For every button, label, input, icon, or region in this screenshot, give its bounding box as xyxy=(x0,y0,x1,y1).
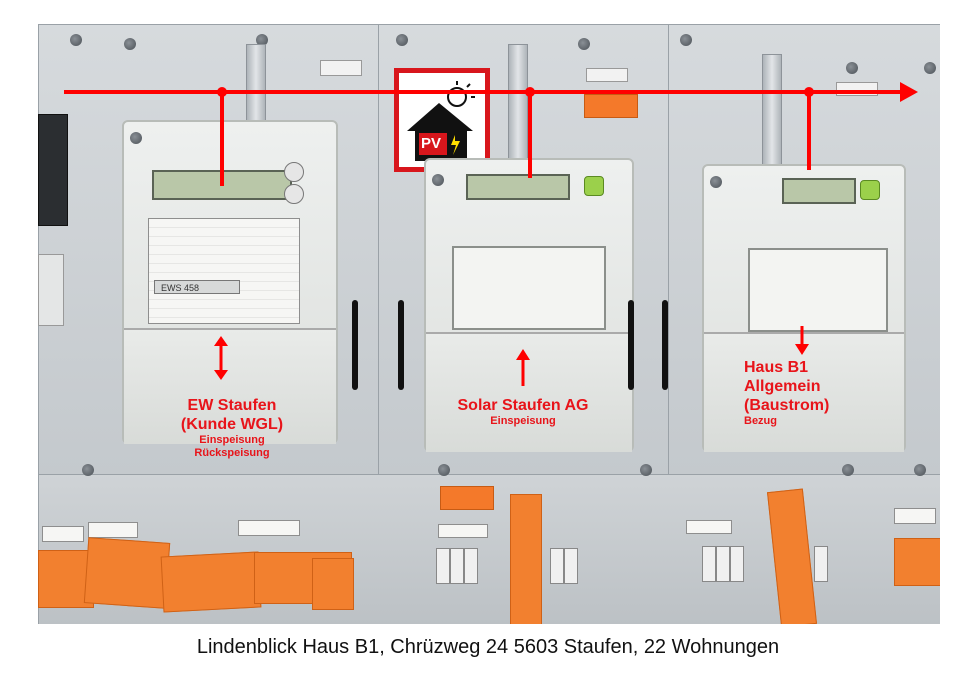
bolt xyxy=(438,464,450,476)
meter-solar-staufen xyxy=(424,158,634,452)
bolt xyxy=(70,34,82,46)
bolt xyxy=(914,464,926,476)
warning-tape xyxy=(510,494,542,624)
meter-seal xyxy=(662,300,668,390)
circuit-breaker xyxy=(730,546,744,582)
bolt xyxy=(842,464,854,476)
top-label-plate xyxy=(586,68,628,82)
circuit-breaker xyxy=(550,548,564,584)
pv-sign-graphic xyxy=(407,81,475,161)
breaker-label-plate xyxy=(438,524,488,538)
meter-terminal-cover xyxy=(426,332,632,452)
meter-seal xyxy=(398,300,404,390)
orange-warning-tag xyxy=(440,486,494,510)
bolt xyxy=(396,34,408,46)
meter-display xyxy=(466,174,570,200)
meter-seal xyxy=(628,300,634,390)
warning-tape xyxy=(312,558,354,610)
circuit-breaker xyxy=(436,548,450,584)
caption-sub-line: Einspeisung xyxy=(199,434,265,446)
meter-seal xyxy=(352,300,358,390)
caption-solar-staufen: Solar Staufen AG Einspeisung xyxy=(446,396,600,428)
photo-caption: Lindenblick Haus B1, Chrüzweg 24 5603 St… xyxy=(196,636,780,658)
bolt xyxy=(710,176,722,188)
caption-ew-staufen: EW Staufen (Kunde WGL) Einspeisung Rücks… xyxy=(162,396,302,460)
meter-info-plate xyxy=(148,218,300,324)
meter-terminal-cover xyxy=(704,332,904,452)
caption-sub-line: Rückspeisung xyxy=(194,447,270,459)
caption-line: Haus B1 xyxy=(744,359,809,376)
bolt xyxy=(432,174,444,186)
arrow-both-head-up xyxy=(214,336,228,346)
meter-cabinet-photo: PV EWS 458 xyxy=(38,24,940,624)
caption-line: (Baustrom) xyxy=(744,397,830,414)
meter-green-button xyxy=(584,176,604,196)
side-equipment-lower xyxy=(38,254,64,326)
top-label-plate xyxy=(320,60,362,76)
caption-sub-line: Einspeisung xyxy=(490,415,556,427)
meter-button xyxy=(284,162,304,182)
arrow-up-head xyxy=(516,349,530,360)
warning-tape xyxy=(894,538,940,586)
breaker-label-plate xyxy=(238,520,300,536)
breaker-label-plate xyxy=(42,526,84,542)
meter-data-cover xyxy=(748,248,888,332)
circuit-breaker xyxy=(716,546,730,582)
bolt xyxy=(256,34,268,46)
bolt xyxy=(846,62,858,74)
pv-sign-label: PV xyxy=(421,135,442,152)
orange-warning-tag xyxy=(584,94,638,118)
meter-display xyxy=(782,178,856,204)
bolt xyxy=(578,38,590,50)
meter-green-button xyxy=(860,180,880,200)
side-equipment xyxy=(38,114,68,226)
bus-arrowhead xyxy=(900,82,918,102)
arrow-both-head-down xyxy=(214,370,228,380)
caption-line: (Kunde WGL) xyxy=(180,416,284,433)
meter-haus-b1 xyxy=(702,164,906,452)
caption-line: Solar Staufen AG xyxy=(457,397,589,414)
caption-sub-line: Bezug xyxy=(744,415,777,427)
meter-button xyxy=(284,184,304,204)
meter-number-plate: EWS 458 xyxy=(154,280,240,294)
meter-data-cover xyxy=(452,246,606,330)
breaker-label-plate xyxy=(894,508,936,524)
breaker-label-plate xyxy=(686,520,732,534)
red-wiring-overlay xyxy=(64,82,918,386)
circuit-breaker xyxy=(464,548,478,584)
bolt xyxy=(680,34,692,46)
bolt xyxy=(124,38,136,50)
bolt xyxy=(924,62,936,74)
arrow-down-head xyxy=(795,344,809,355)
bolt xyxy=(640,464,652,476)
caption-line: EW Staufen xyxy=(187,397,277,414)
caption-line: Allgemein xyxy=(744,378,821,395)
circuit-breaker xyxy=(450,548,464,584)
breaker-label-plate xyxy=(88,522,138,538)
bolt xyxy=(130,132,142,144)
meter-ew-staufen: EWS 458 xyxy=(122,120,338,444)
bolt xyxy=(82,464,94,476)
meter-terminal-cover xyxy=(124,328,336,444)
circuit-breaker xyxy=(814,546,828,582)
caption-haus-b1: Haus B1 Allgemein (Baustrom) Bezug xyxy=(744,358,856,428)
circuit-breaker xyxy=(702,546,716,582)
circuit-breaker xyxy=(564,548,578,584)
